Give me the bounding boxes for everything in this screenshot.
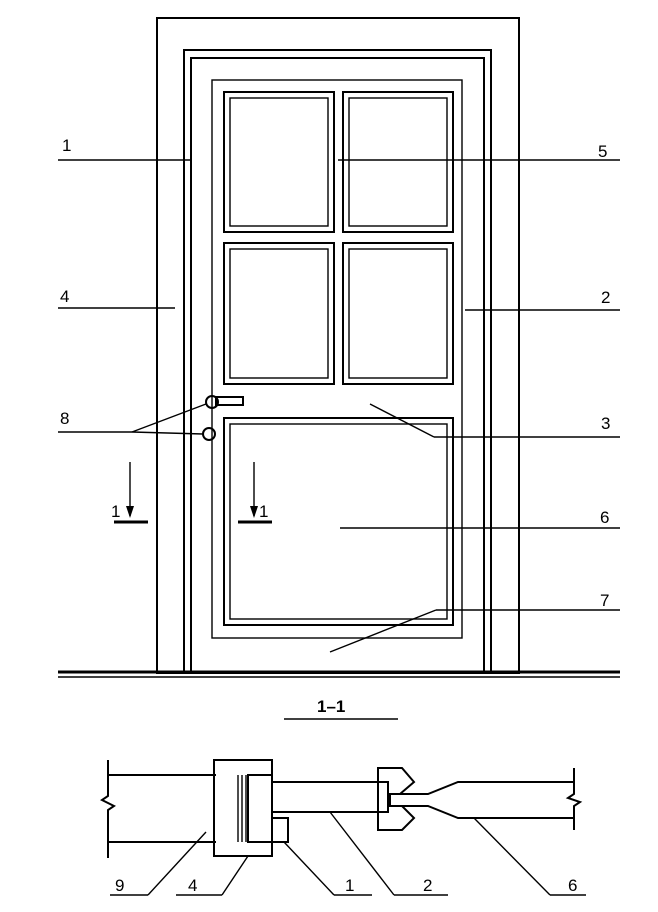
- section-title: 1–1: [317, 697, 345, 716]
- section-mark-left-label: 1: [111, 502, 120, 521]
- section-mark-right-label: 1: [259, 502, 268, 521]
- leader-3-d: [369, 403, 435, 438]
- label-1: 1: [62, 136, 71, 155]
- section-1-1: 1–1: [100, 697, 586, 896]
- section-leader-4-d: [221, 855, 249, 896]
- label-6: 6: [600, 508, 609, 527]
- frame-section: [247, 774, 289, 843]
- glass-pane-mid-left: [223, 242, 335, 385]
- glass-pane-mid-right: [342, 242, 454, 385]
- section-mark-right: 1: [238, 462, 272, 524]
- bead-section: [377, 767, 416, 831]
- door-leaf-inner: [211, 79, 463, 639]
- lower-panel: [223, 417, 454, 626]
- lever-handle-icon: [205, 395, 244, 409]
- label-7: 7: [600, 591, 609, 610]
- leader-7-d: [329, 609, 437, 653]
- section-leader-9-d: [147, 831, 207, 896]
- label-2: 2: [601, 288, 610, 307]
- glass-pane-top-left: [223, 91, 335, 233]
- lock-icon: [202, 427, 216, 441]
- leader-8-b: [131, 431, 204, 435]
- label-4: 4: [60, 287, 69, 306]
- section-label-4: 4: [188, 876, 197, 895]
- door-elevation: 1 1 1 5 4 2 8 3 6 7: [58, 17, 620, 678]
- label-8: 8: [60, 409, 69, 428]
- section-label-2: 2: [423, 876, 432, 895]
- section-label-1: 1: [345, 876, 354, 895]
- section-leader-1-d: [283, 841, 335, 896]
- label-3: 3: [601, 414, 610, 433]
- stile-section: [271, 781, 389, 813]
- leader-8-a: [131, 403, 207, 433]
- panel-section: [390, 768, 583, 830]
- wall-section: [100, 760, 216, 858]
- section-mark-left: 1: [111, 462, 148, 524]
- section-leader-6-d: [473, 817, 551, 896]
- glass-pane-top-right: [342, 91, 454, 233]
- section-label-6: 6: [568, 876, 577, 895]
- label-5: 5: [598, 142, 607, 161]
- section-label-9: 9: [115, 876, 124, 895]
- door-leaf: [190, 57, 485, 674]
- section-leader-2-d: [329, 811, 395, 896]
